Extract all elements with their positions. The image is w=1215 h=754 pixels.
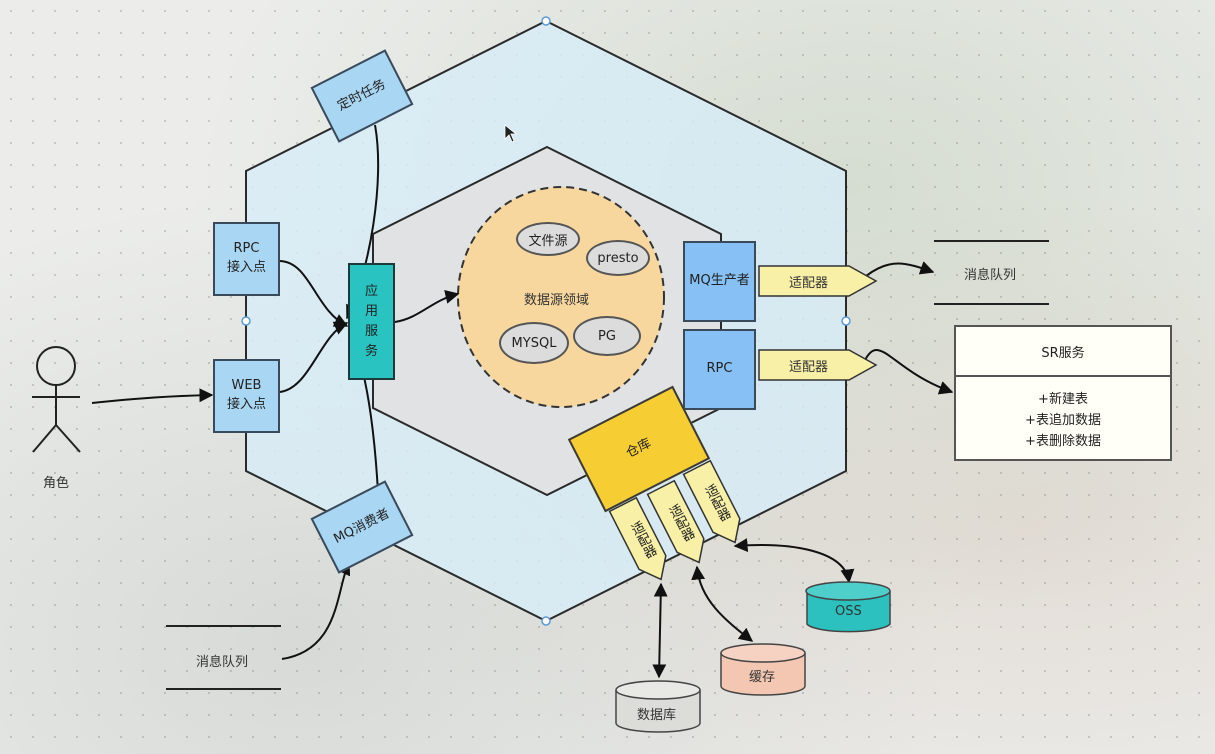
web-to-app-arrow: [279, 321, 349, 393]
app-service-char: 务: [364, 343, 378, 359]
selection-handle[interactable]: [541, 16, 551, 26]
adapter-to-sr-arrow: [863, 349, 954, 395]
oss-label: OSS: [835, 604, 862, 619]
cache-label: 缓存: [749, 670, 776, 685]
db-adapter-shape: [608, 496, 667, 581]
oss-cylinder: [805, 581, 891, 633]
domain-label: 数据源领域: [524, 293, 590, 308]
adapter-to-queue-arrow: [865, 261, 935, 277]
web-entry-label: WEB 接入点: [226, 378, 266, 412]
cache-adapter-shape: [646, 479, 705, 564]
sr-service-op: +表删除数据: [1025, 434, 1101, 449]
message-queue-right-label: 消息队列: [964, 268, 1017, 283]
rpc-to-app-arrow: [279, 260, 349, 327]
app-service-char: 用: [364, 303, 378, 319]
web-entry-node[interactable]: WEB 接入点: [213, 359, 280, 433]
warehouse-label: 仓库: [623, 435, 654, 461]
domain-item-pg[interactable]: PG: [573, 316, 641, 356]
oss-adapter-shape: [682, 459, 741, 544]
mq-producer-label: MQ生产者: [689, 273, 750, 289]
domain-item-mysql[interactable]: MYSQL: [499, 322, 569, 364]
rpc-port-label: RPC: [706, 361, 733, 377]
app-to-domain-arrow: [394, 290, 460, 323]
adapter-to-oss-arrow: [733, 538, 855, 584]
app-service-char: 应: [364, 283, 378, 299]
sr-service-ops: +新建表 +表追加数据 +表删除数据: [956, 377, 1170, 452]
app-service-char: 服: [364, 323, 378, 339]
domain-item-label: 文件源: [528, 233, 568, 249]
sr-service-title: SR服务: [956, 327, 1170, 377]
mouse-cursor-icon: [504, 124, 518, 143]
rpc-entry-label: RPC 接入点: [226, 241, 266, 275]
sr-service-op: +表追加数据: [1025, 413, 1101, 428]
message-queue-left-label: 消息队列: [196, 655, 249, 670]
database-cylinder: [615, 680, 701, 733]
adapter-to-database-arrow: [652, 582, 668, 679]
sr-service-card[interactable]: SR服务 +新建表 +表追加数据 +表删除数据: [954, 325, 1172, 461]
selection-handle[interactable]: [541, 616, 551, 626]
adapter-to-cache-arrow: [691, 565, 754, 642]
domain-item-label: presto: [597, 250, 639, 266]
queue-to-consumer-arrow: [281, 560, 351, 660]
cache-cylinder: [720, 643, 806, 696]
domain-item-label: MYSQL: [511, 335, 557, 351]
mq-producer-node[interactable]: MQ生产者: [683, 241, 756, 322]
rpc-adapter-label: 适配器: [789, 360, 829, 375]
rpc-adapter-shape: [758, 349, 878, 381]
actor-icon: [32, 346, 81, 453]
mq-adapter-label: 适配器: [789, 276, 829, 291]
domain-item-label: PG: [598, 328, 616, 344]
actor-label: 角色: [43, 476, 70, 491]
domain-item-file-source[interactable]: 文件源: [516, 222, 580, 256]
actor-to-web-arrow: [91, 388, 214, 404]
sr-service-op: +新建表: [1038, 392, 1088, 407]
selection-handle[interactable]: [241, 316, 251, 326]
rpc-entry-node[interactable]: RPC 接入点: [213, 222, 280, 296]
domain-item-presto[interactable]: presto: [586, 240, 650, 276]
scheduled-task-label: 定时任务: [334, 76, 389, 114]
mq-adapter-shape: [758, 265, 878, 297]
selection-handle[interactable]: [841, 316, 851, 326]
database-label: 数据库: [637, 708, 677, 723]
rpc-port-node[interactable]: RPC: [683, 329, 756, 410]
app-service-node[interactable]: 应 用 服 务: [348, 263, 395, 380]
mq-consumer-label: MQ消费者: [331, 505, 392, 547]
